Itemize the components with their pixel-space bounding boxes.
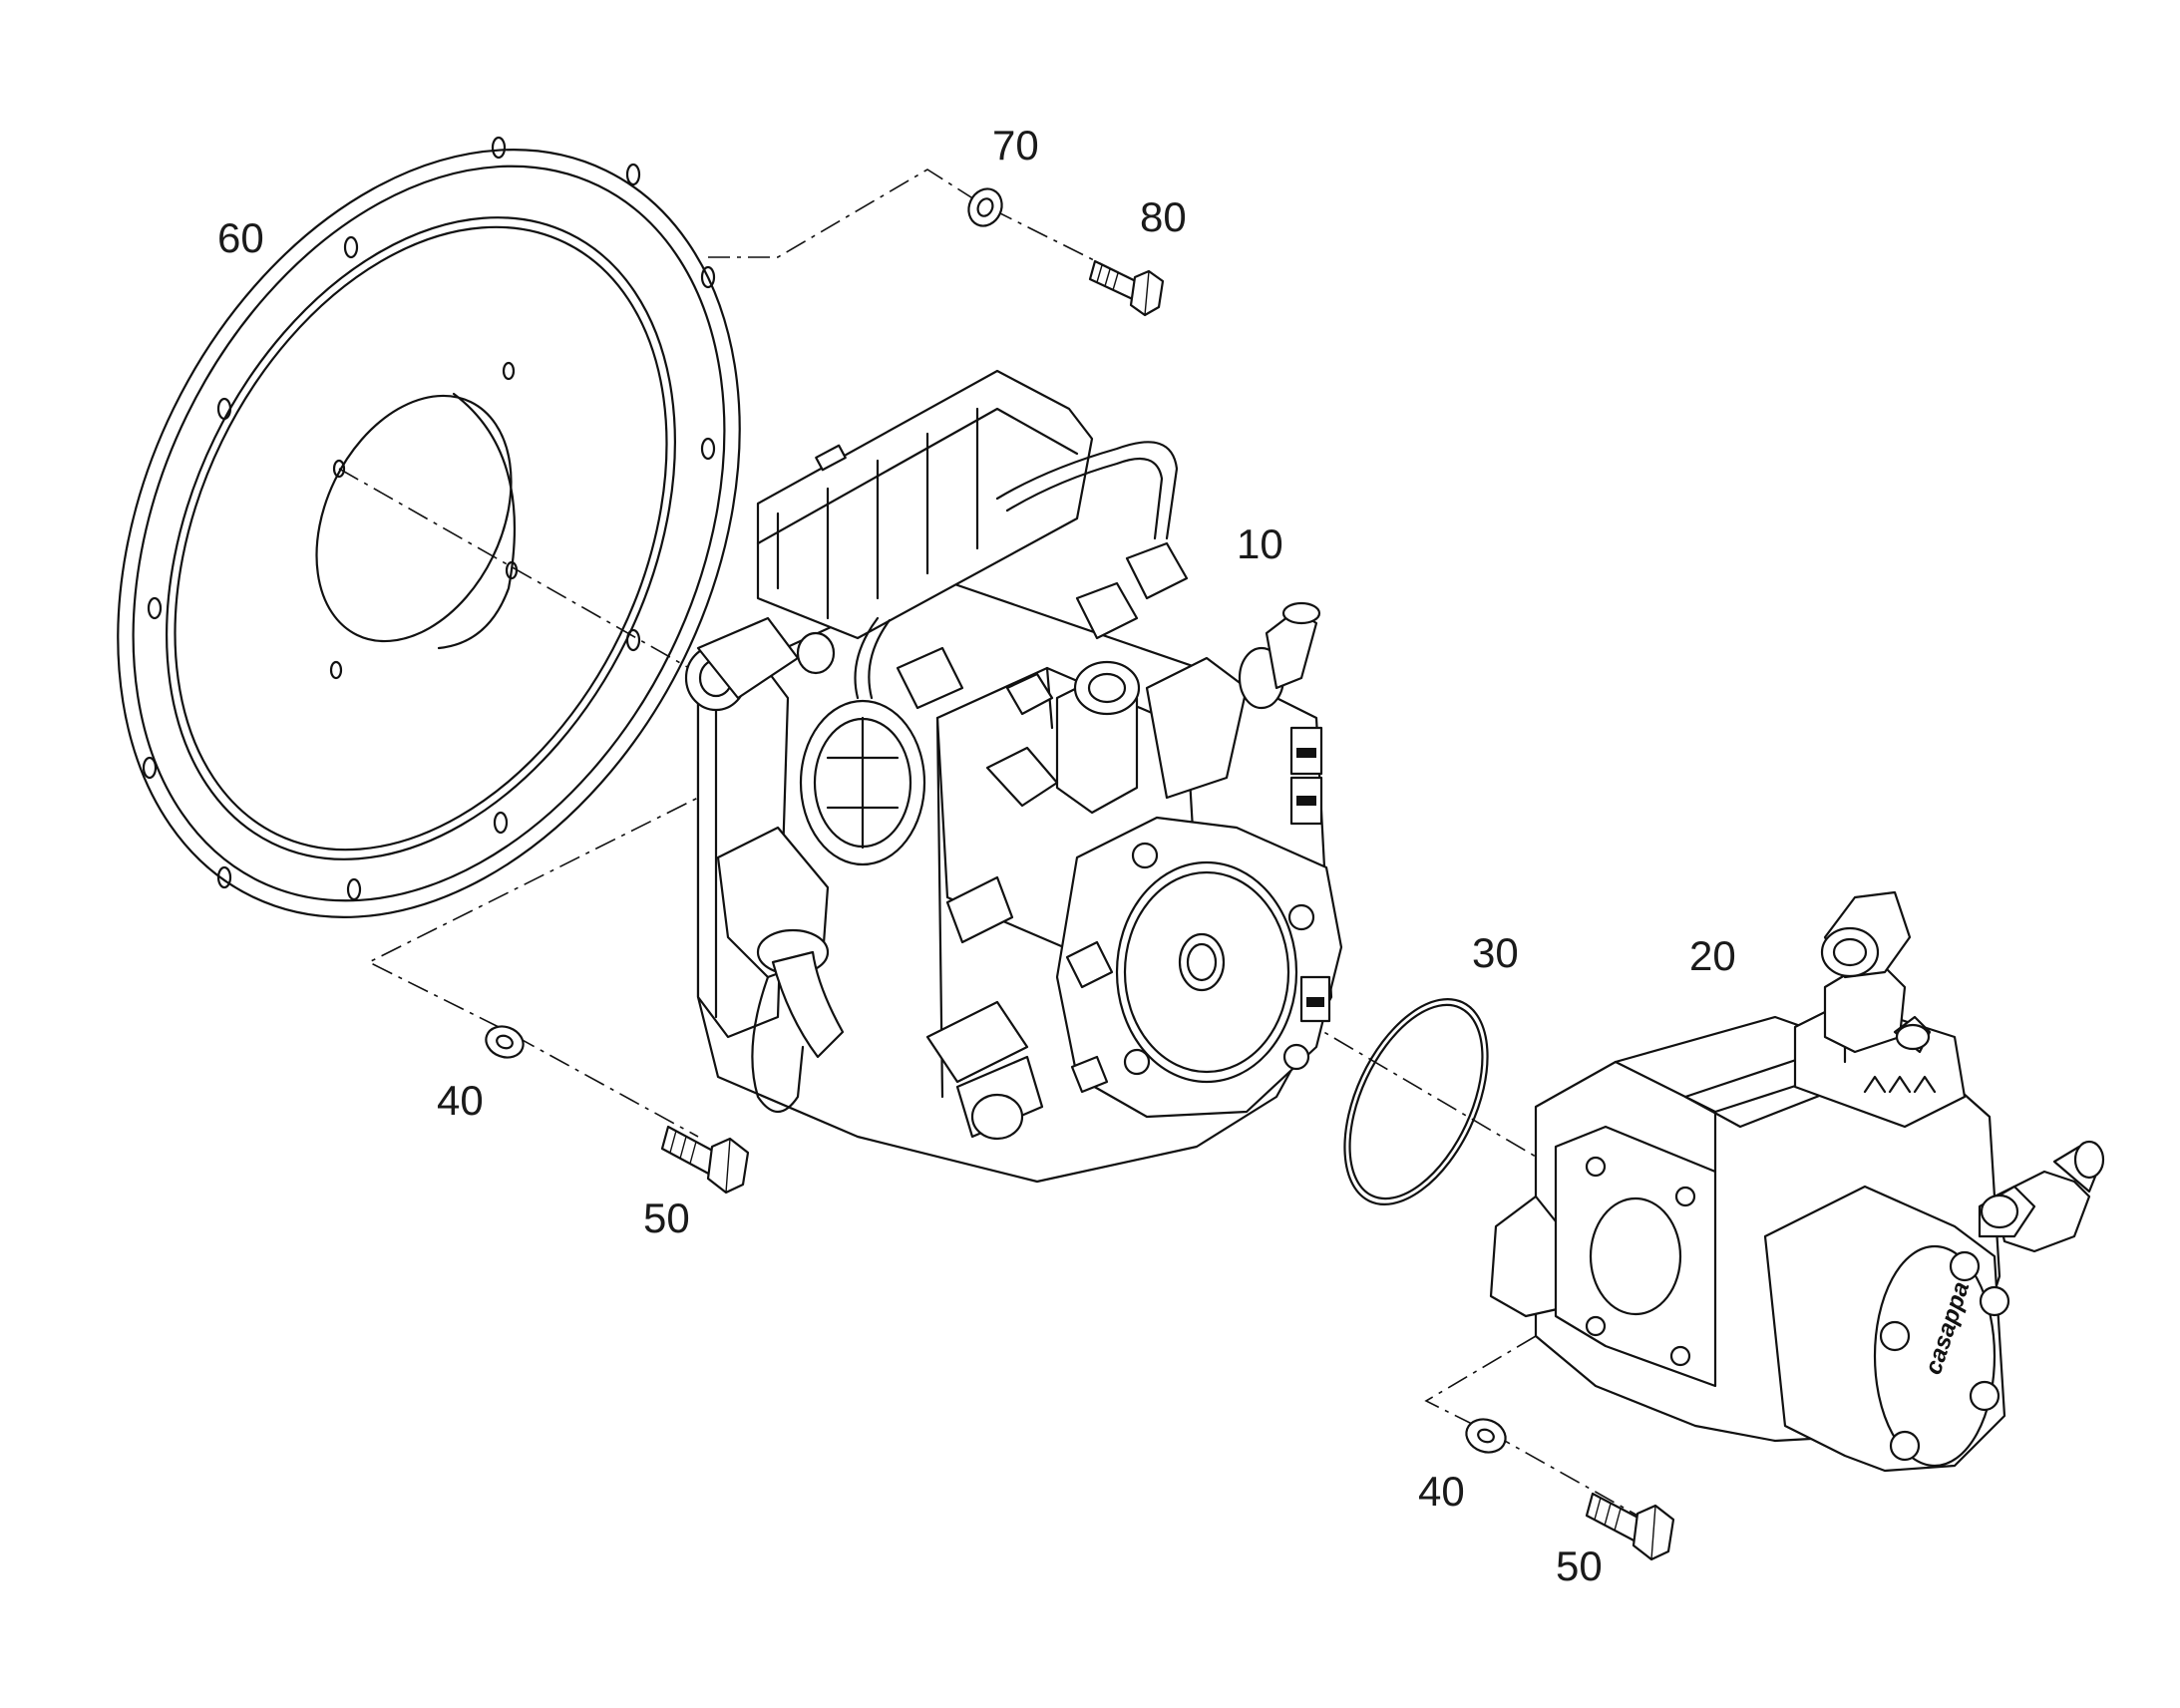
washer-70: [967, 187, 1003, 227]
callout-30: 30: [1472, 929, 1519, 976]
callout-40-right: 40: [1418, 1468, 1465, 1515]
callout-10: 10: [1237, 520, 1283, 567]
gear-pump-20: casappa: [1489, 890, 2105, 1473]
bolt-holes: [142, 136, 716, 901]
o-ring-30: [1343, 998, 1489, 1205]
port-plate-bolts: [1123, 842, 1315, 1076]
callout-70: 70: [992, 122, 1039, 169]
flywheel-adapter-plate: [117, 136, 741, 918]
callout-numbers: 10 20 30 40 40 50 50 60 70 80: [217, 122, 1736, 1589]
bolt-50-left: [660, 1125, 750, 1195]
callout-40-left: 40: [437, 1077, 484, 1124]
callout-80: 80: [1140, 193, 1187, 240]
callout-50-right: 50: [1556, 1542, 1603, 1589]
washer-40-right: [1465, 1418, 1507, 1454]
callout-50-left: 50: [643, 1195, 690, 1241]
bolt-80: [1088, 259, 1165, 317]
callout-60: 60: [217, 214, 264, 261]
callout-20: 20: [1689, 932, 1736, 979]
bolt-50-right: [1585, 1492, 1675, 1561]
washer-40-left: [485, 1025, 525, 1059]
main-pump-10: [684, 369, 1343, 1184]
hose-fittings: [684, 601, 1321, 1141]
side-plugs: [1289, 726, 1331, 1023]
